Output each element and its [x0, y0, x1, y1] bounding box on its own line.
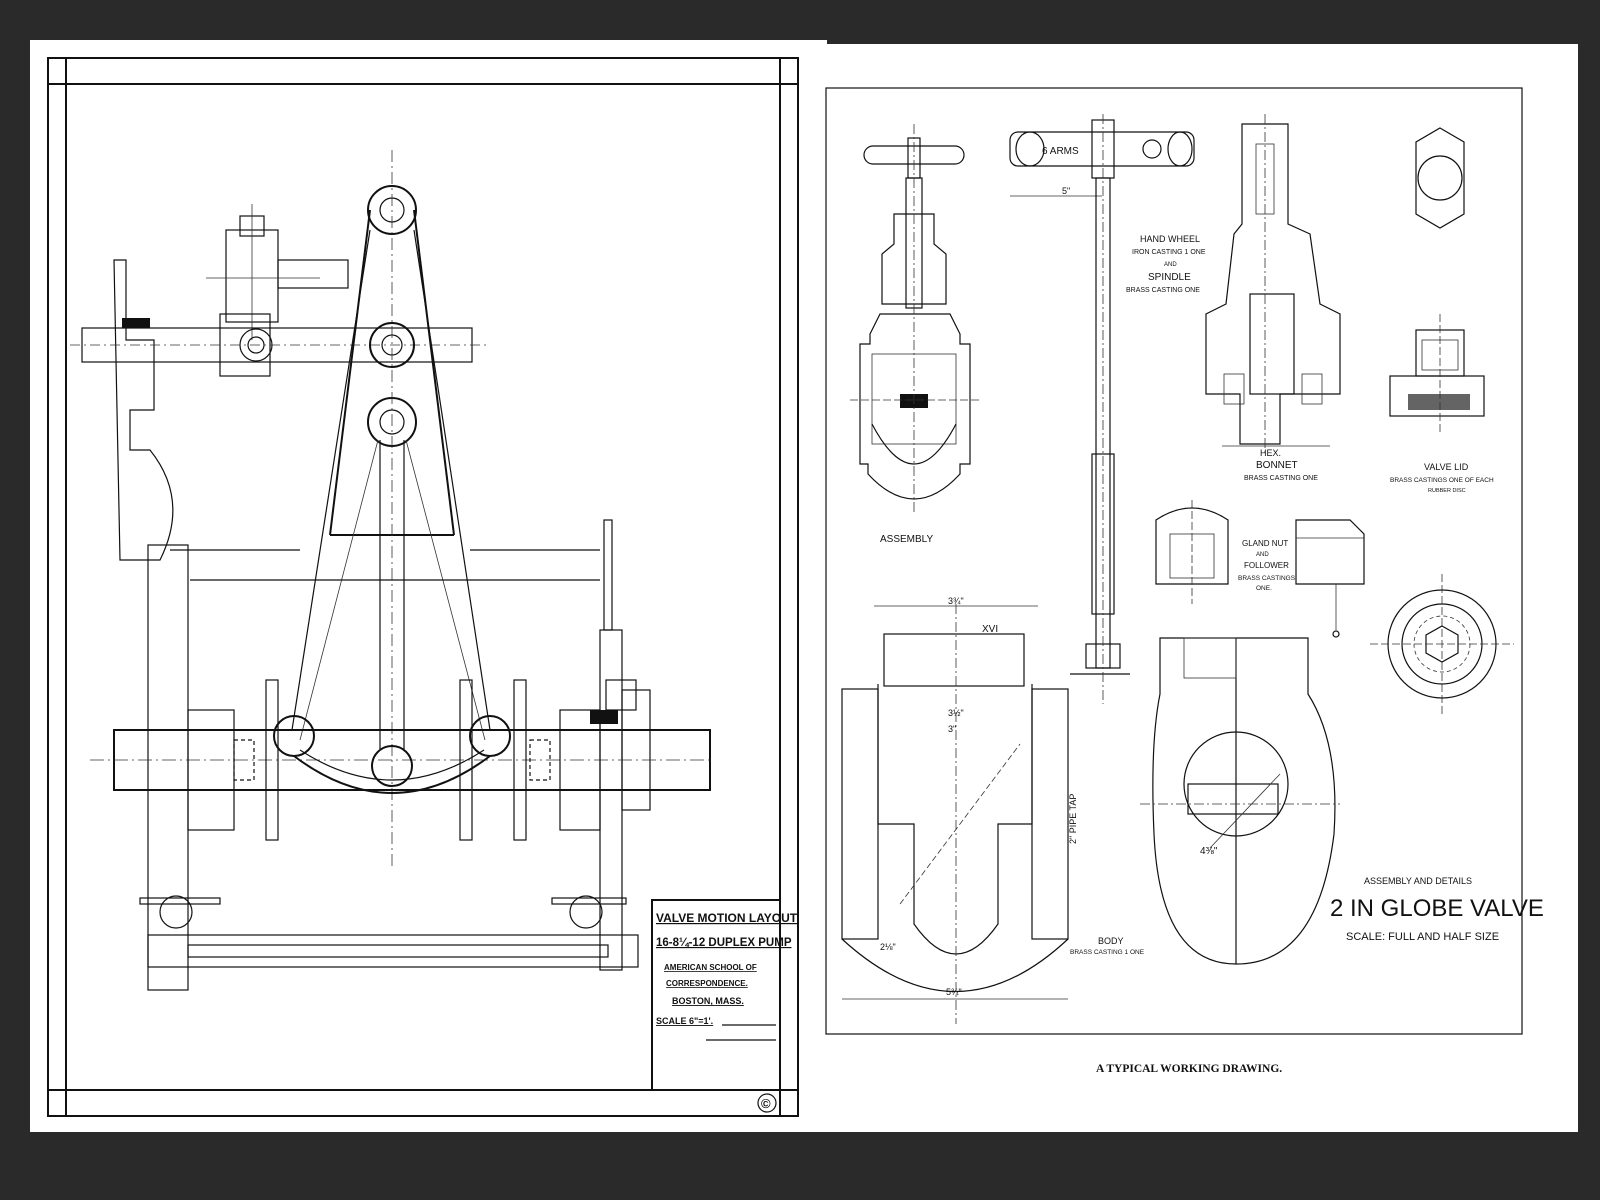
follower-label: FOLLOWER [1244, 561, 1289, 570]
globe-valve-scale: SCALE: FULL AND HALF SIZE [1346, 931, 1499, 943]
dim-3: 3" [948, 724, 956, 734]
globe-valve-sheet: ASSEMBLY 6 ARMS 5" HAND WHEEL IRON CASTI… [810, 44, 1578, 1132]
outer-border [47, 57, 799, 1117]
title-block-line5: BOSTON, MASS. [672, 996, 744, 1006]
right-frame-casting [599, 519, 651, 971]
six-arms-label: 6 ARMS [1042, 146, 1079, 157]
body-section-view: 3¾" XVI 3½" 3" 5¾" 2⅛" 2" PIPE TAP BODY … [841, 596, 1145, 1024]
gland-sub2: ONE. [1256, 585, 1272, 592]
dim-3-3-4: 3¾" [948, 596, 964, 606]
valve-lid-sub: BRASS CASTINGS ONE OF EACH [1390, 477, 1494, 484]
title-block-scale: SCALE 6"=1'. [656, 1016, 713, 1026]
copyright-mark: © [761, 1096, 771, 1111]
body-side-view: 4⅜" [1140, 637, 1340, 965]
valve-lid-sub2: RUBBER DISC [1428, 488, 1466, 494]
dim-4-3-8: 4⅜" [1200, 846, 1218, 857]
left-frame-casting [113, 259, 639, 991]
bonnet-view: HEX. BONNET BRASS CASTING ONE [1205, 114, 1341, 482]
valve-lid-view: VALVE LID BRASS CASTINGS ONE OF EACH RUB… [1389, 127, 1494, 494]
bonnet-sub: BRASS CASTING ONE [1244, 475, 1318, 482]
gland-nut-view: GLAND NUT AND FOLLOWER BRASS CASTINGS ON… [1155, 500, 1365, 638]
gland-sub: BRASS CASTINGS [1238, 575, 1296, 582]
dim-5-3-4: 5¾" [946, 987, 962, 997]
hand-wheel-spindle: 6 ARMS 5" HAND WHEEL IRON CASTING 1 ONE … [1009, 114, 1206, 704]
body-sub: BRASS CASTING 1 ONE [1070, 949, 1145, 956]
figure-caption: A TYPICAL WORKING DRAWING. [1096, 1063, 1282, 1075]
valve-motion-layout-drawing: VALVE MOTION LAYOUT 16-8¼-12 DUPLEX PUMP… [47, 57, 799, 1117]
five-inch-dim: 5" [1062, 186, 1070, 196]
title-block-line4: CORRESPONDENCE. [666, 979, 748, 988]
spindle-sub: BRASS CASTING ONE [1126, 287, 1200, 294]
copyright-circle [757, 1093, 777, 1113]
spindle-label: SPINDLE [1148, 272, 1191, 283]
main-piston-rod [90, 679, 711, 841]
dim-3-1-2: 3½" [948, 708, 964, 718]
bonnet-label: BONNET [1256, 460, 1298, 471]
upper-fitting [206, 204, 349, 340]
body-label: BODY [1098, 936, 1124, 946]
valve-lid-label: VALVE LID [1424, 462, 1469, 472]
and-label-2: AND [1256, 552, 1269, 558]
dim-2-1-8: 2⅛" [880, 942, 896, 952]
disc-top-view [1370, 574, 1514, 714]
title-block-line3: AMERICAN SCHOOL OF [664, 963, 757, 972]
globe-valve-title: 2 IN GLOBE VALVE [1330, 895, 1544, 922]
hand-wheel-sub: IRON CASTING 1 ONE [1132, 249, 1206, 256]
hex-label: HEX. [1260, 448, 1281, 458]
pipe-tap-label: 2" PIPE TAP [1068, 794, 1078, 844]
title-block-line1: VALVE MOTION LAYOUT [656, 911, 798, 925]
rocker-arm-assembly [291, 150, 491, 870]
crosshead-guides [170, 549, 600, 581]
title-block-line2: 16-8¼-12 DUPLEX PUMP [656, 937, 792, 949]
xvi-label: XVI [982, 624, 998, 635]
gland-nut-label: GLAND NUT [1242, 539, 1288, 548]
assembly-and-details-label: ASSEMBLY AND DETAILS [1364, 876, 1472, 886]
drawing-border [825, 87, 1523, 1035]
assembly-label: ASSEMBLY [880, 534, 933, 545]
valve-motion-layout-sheet: VALVE MOTION LAYOUT 16-8¼-12 DUPLEX PUMP… [30, 40, 827, 1132]
hand-wheel-label: HAND WHEEL [1140, 234, 1200, 244]
and-label-1: AND [1164, 262, 1177, 268]
globe-valve-drawing: ASSEMBLY 6 ARMS 5" HAND WHEEL IRON CASTI… [825, 87, 1544, 1075]
lower-bearings [139, 895, 627, 929]
assembly-view: ASSEMBLY [850, 124, 980, 545]
upper-valve-rod [70, 313, 490, 377]
title-block: VALVE MOTION LAYOUT 16-8¼-12 DUPLEX PUMP… [651, 899, 798, 1091]
